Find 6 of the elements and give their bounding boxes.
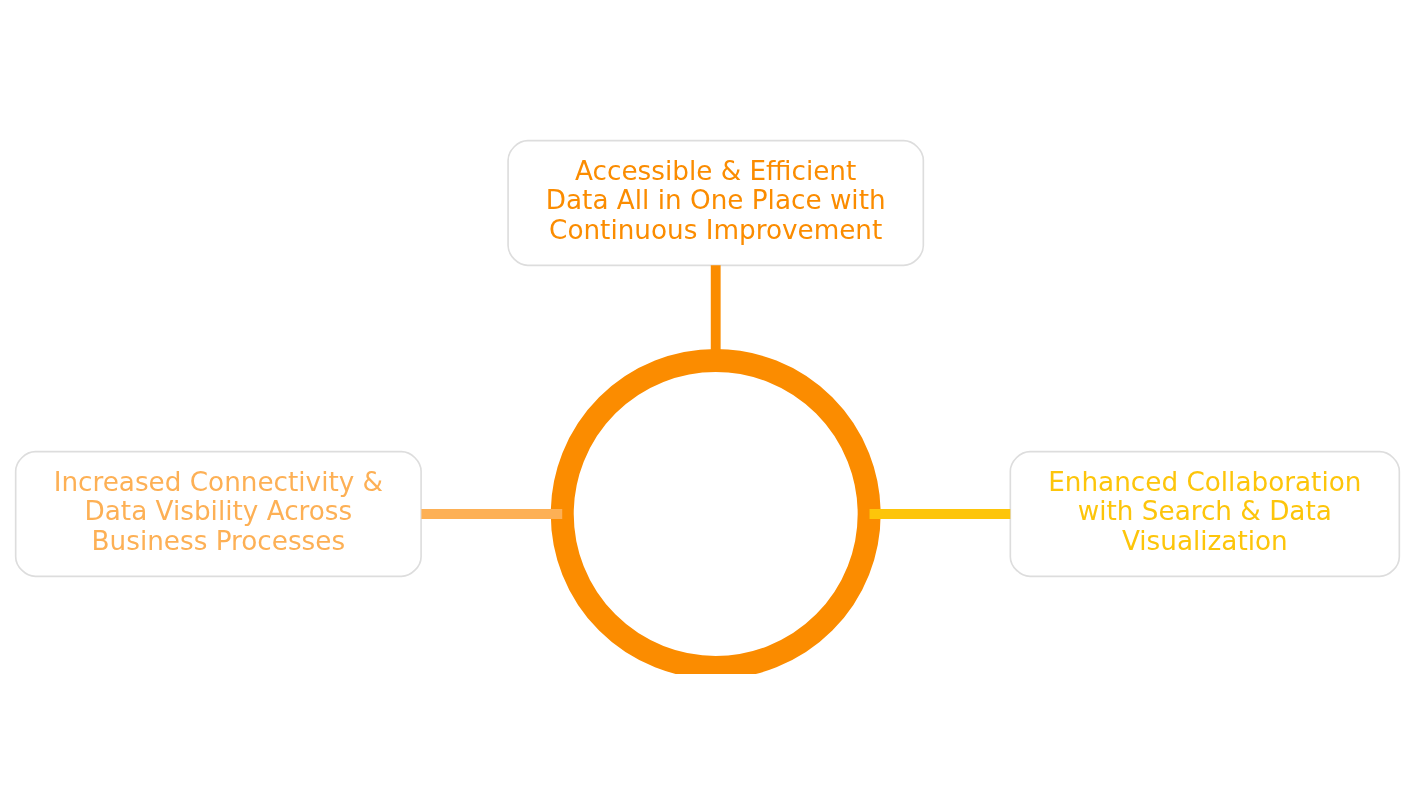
node-circle: [550, 348, 881, 674]
connector: [869, 508, 1011, 519]
node-box: Accessible & Efficient Data All in One Place with Continuous Improvement: [507, 139, 925, 266]
connector: [421, 508, 563, 519]
node-box: Enhanced Collaboration with Search & Data Visualization: [1009, 450, 1401, 577]
node-box: Increased Connectivity & Data Visbility Across Business Processes: [14, 450, 422, 577]
